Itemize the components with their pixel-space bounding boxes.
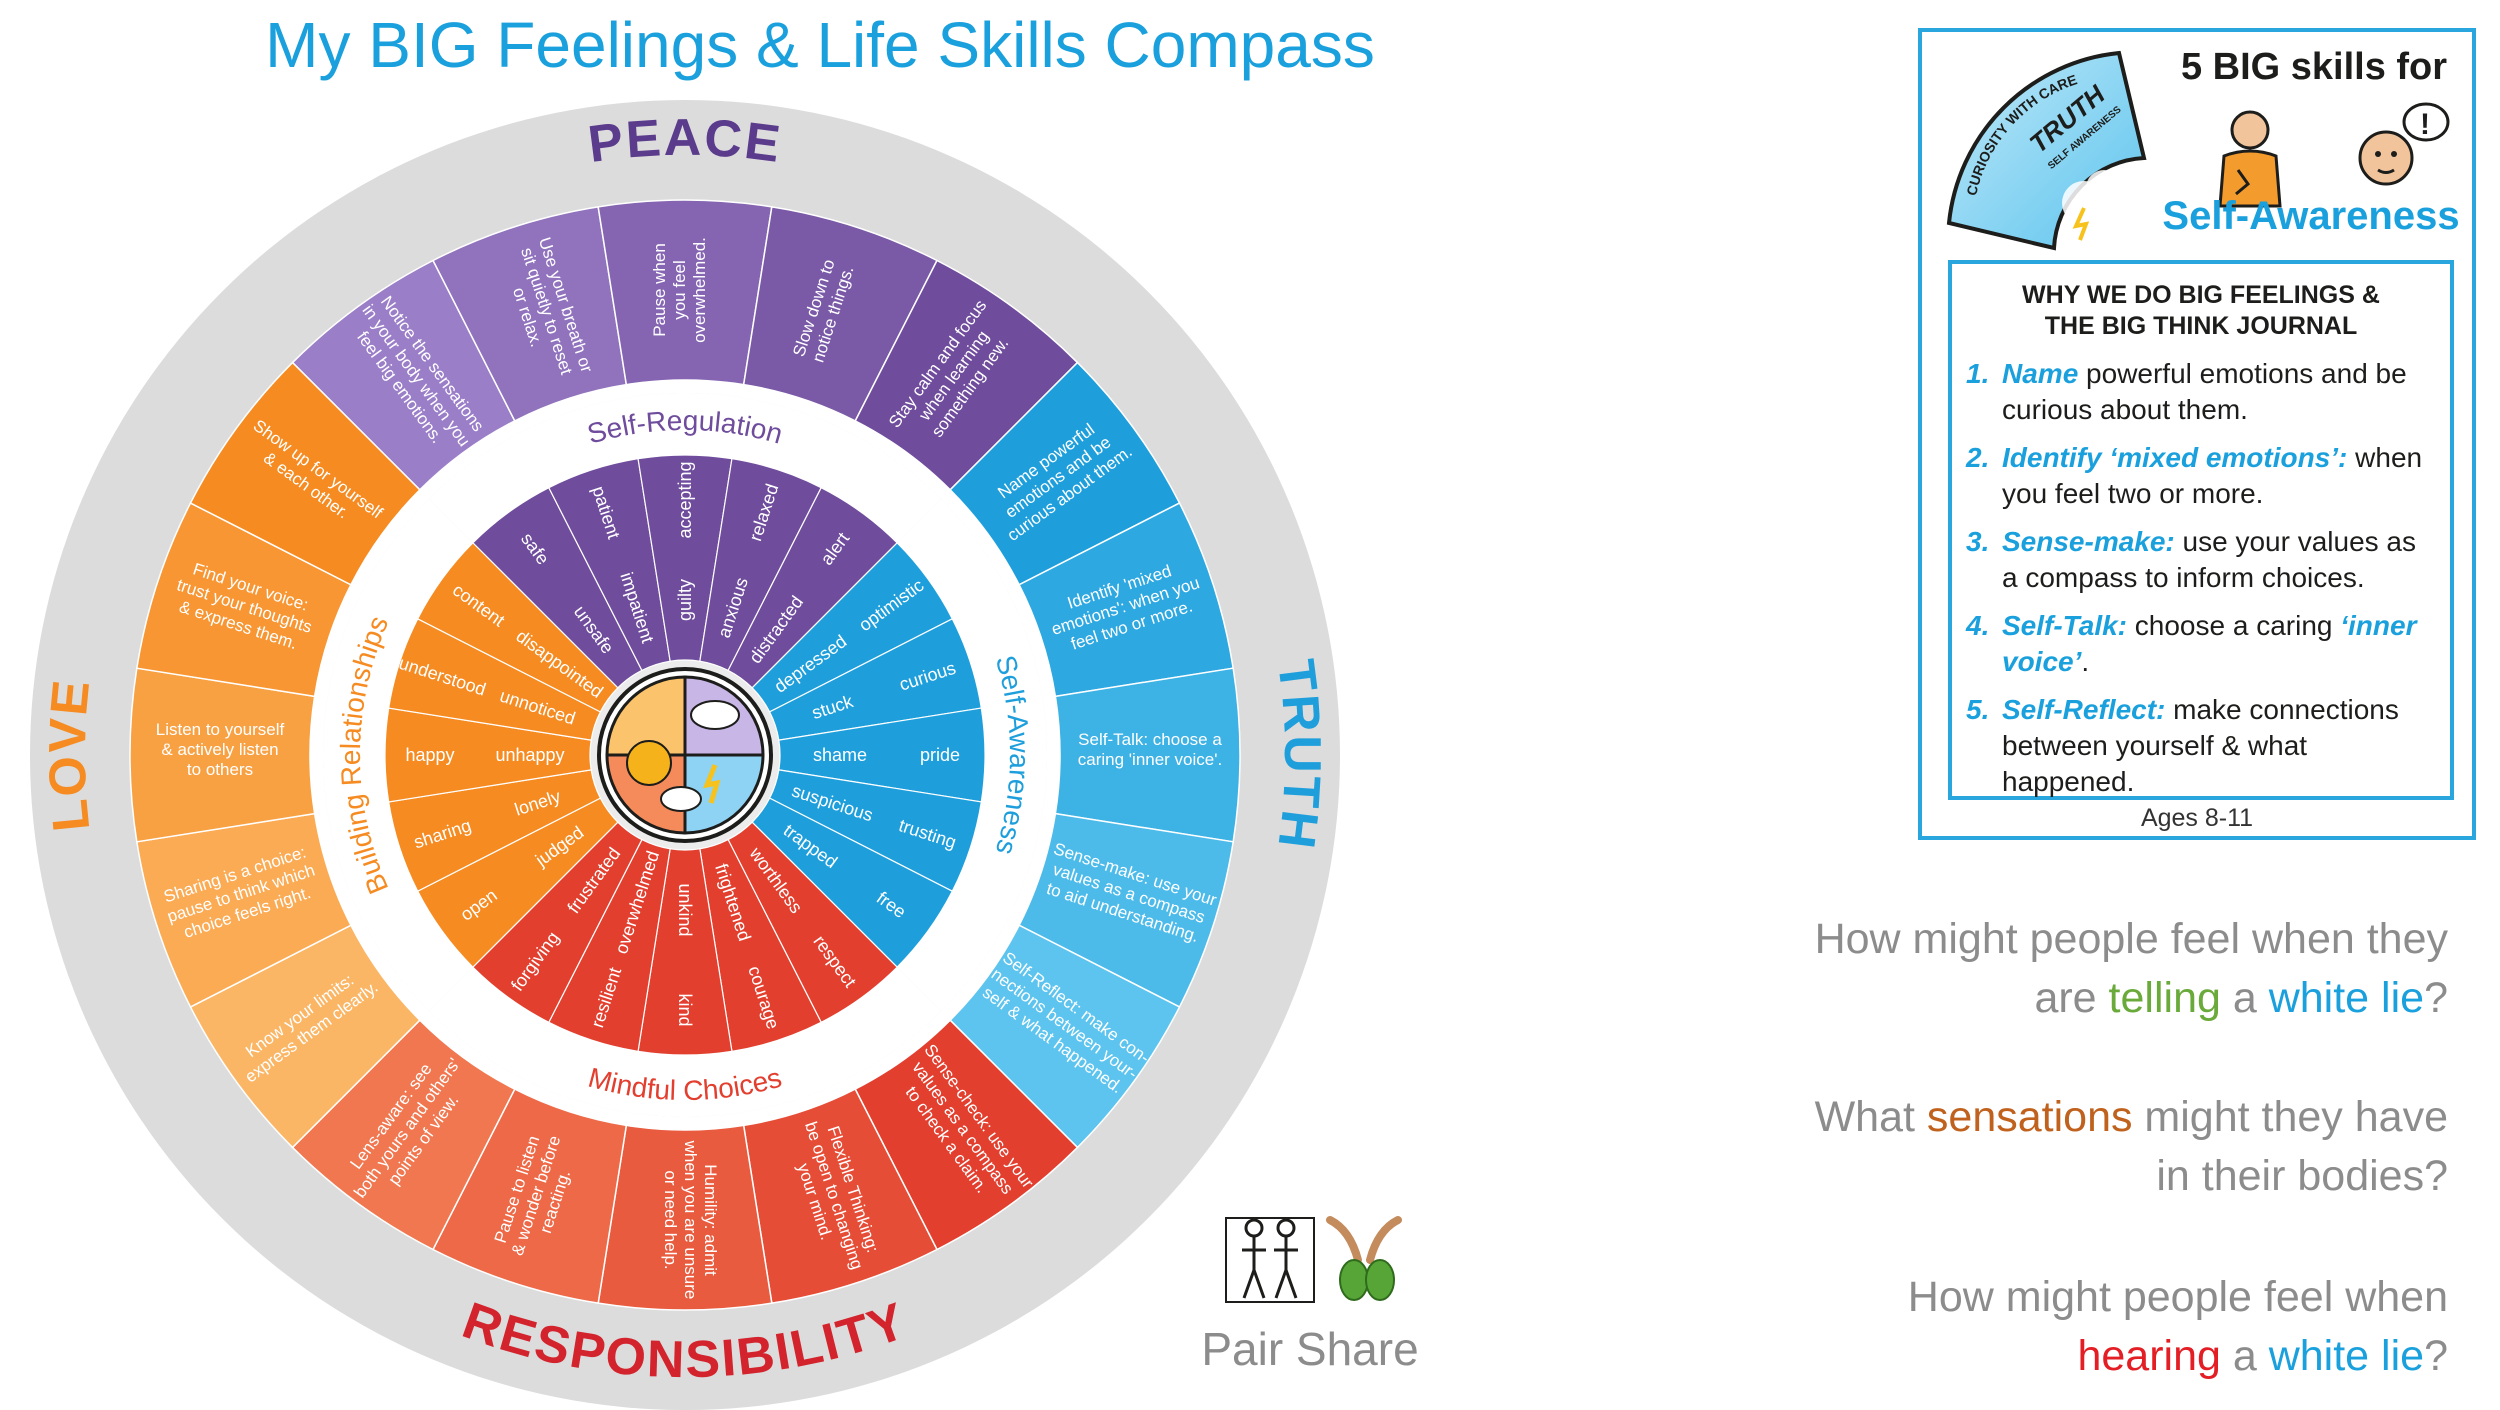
skill-item: 4.Self-Talk: choose a caring ‘inner voic… [1966,610,2417,677]
feeling-word: unhappy [495,745,564,765]
weather-emblem-icon [597,667,773,843]
truth-ring-band [897,499,1047,1011]
feeling-word: happy [405,745,454,765]
box-title: WHY WE DO BIG FEELINGS & THE BIG THINK J… [1966,280,2436,342]
direction-label-left: LOVE [39,676,102,834]
skill-item: 5.Self-Reflect: make connections between… [1966,694,2399,797]
question-body-sensations: What sensations might they have in their… [1814,1093,2448,1200]
peace-ring-band [429,393,941,543]
feeling-word: shame [813,745,867,765]
question-telling-white-lie: How might people feel when they are tell… [1814,915,2448,1022]
card-header: 5 BIG skills for [2180,46,2448,88]
box-title-line1: WHY WE DO BIG FEELINGS & [2022,281,2380,309]
question-hearing-white-lie: How might people feel when hearing a whi… [1907,1273,2448,1380]
love-ring-band [323,499,473,1011]
skill-item: 1.Name powerful emotions and be curious … [1966,358,2407,425]
direction-label-top: PEACE [585,109,785,174]
feeling-word: unkind [675,883,695,936]
age-range: Ages 8-11 [2140,804,2254,832]
journal-reasons-box: WHY WE DO BIG FEELINGS & THE BIG THINK J… [1948,260,2454,800]
feeling-word: guilty [675,579,695,621]
direction-label-right: TRUTH [1266,656,1331,853]
pair-share-label: Pair Share [1201,1323,1419,1375]
pair-share-icon [1225,1216,1402,1303]
outer-skill-text: Humility: admitwhen you are unsureor nee… [661,1140,720,1300]
skill-item: 2.Identify ‘mixed emotions’: when you fe… [1966,442,2423,509]
card-skill-name: Self-Awareness [2162,194,2460,238]
truth-segment-logo-icon: CURIOSITY WITH CARE TRUTH SELF AWARENESS [1946,50,2147,251]
feeling-word: pride [920,745,960,765]
svg-text:!: ! [2420,108,2430,141]
skill-item: 3.Sense-make: use your values as a compa… [1966,526,2417,593]
feeling-word: accepting [675,461,695,538]
responsibility-ring-band [429,967,941,1117]
outer-skill-text: Pause whenyou feeloverwhelmed. [650,237,709,343]
page-title: My BIG Feelings & Life Skills Compass [265,9,1375,81]
self-awareness-people-icon: ! [2218,102,2450,208]
self-awareness-card: CURIOSITY WITH CARE TRUTH SELF AWARENESS… [1918,28,2476,840]
box-title-line2: THE BIG THINK JOURNAL [2044,312,2358,340]
feeling-word: kind [675,993,695,1026]
